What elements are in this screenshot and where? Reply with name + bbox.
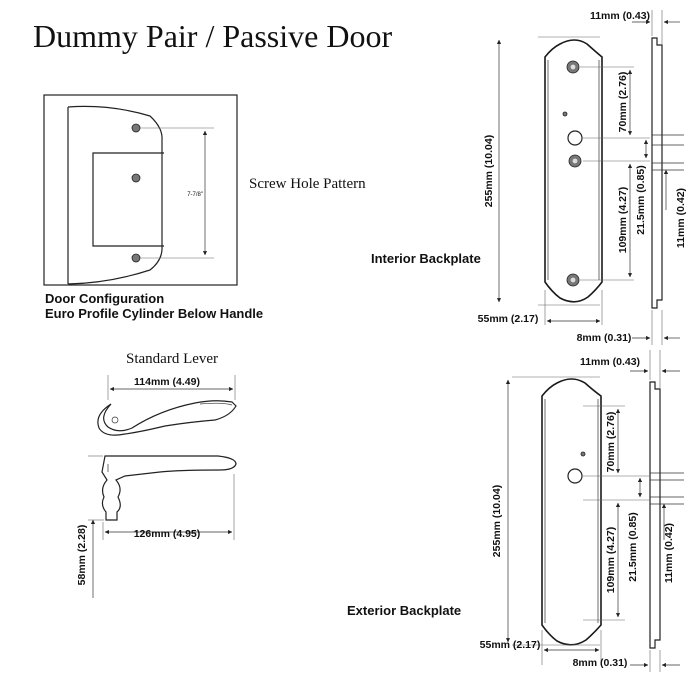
exterior-backplate-label: Exterior Backplate — [347, 603, 461, 618]
door-configuration-panel: 7-7/8" Screw Hole Pattern Door Configura… — [43, 94, 366, 321]
exterior-depth-label: 8mm (0.31) — [573, 657, 628, 669]
interior-plate-outline — [544, 39, 603, 303]
interior-spindle-label: 21.5mm (0.85) — [635, 165, 647, 234]
interior-pin-hole — [562, 111, 568, 117]
exterior-plate-bevel — [544, 399, 599, 623]
screw-hole-top — [131, 123, 141, 133]
panel-border — [43, 94, 238, 286]
door-outline — [67, 105, 163, 285]
screw-hole-pattern-label: Screw Hole Pattern — [249, 176, 366, 192]
exterior-offset-label: 11mm (0.42) — [663, 523, 675, 583]
standard-lever-label: Standard Lever — [126, 351, 218, 367]
standard-lever-drawing: Standard Lever 114mm (4.49) 126mm (4.95)… — [76, 351, 237, 598]
lever-width-top-label: 114mm (4.49) — [134, 376, 200, 388]
spacing-label: 7-7/8" — [187, 192, 203, 198]
interior-width-label: 55mm (2.17) — [478, 313, 539, 325]
interior-backplate-label: Interior Backplate — [371, 251, 481, 266]
page-title: Dummy Pair / Passive Door — [33, 18, 392, 54]
interior-plate-bevel — [547, 60, 600, 280]
interior-spindle-hole — [567, 130, 583, 146]
interior-height-label: 255mm (10.04) — [483, 135, 495, 207]
exterior-lower-label: 109mm (4.27) — [605, 527, 617, 594]
interior-screw-top-center — [570, 64, 576, 70]
interior-lower-label: 109mm (4.27) — [617, 187, 629, 254]
exterior-pin-hole — [580, 451, 586, 457]
interior-offset-label: 11mm (0.42) — [675, 188, 687, 248]
exterior-spindle-label: 21.5mm (0.85) — [627, 512, 639, 581]
lever-width-bottom-label: 126mm (4.95) — [134, 528, 201, 540]
interior-backplate-drawing: 255mm (10.04) 70mm (2.76) 109mm (4.27) 2… — [371, 10, 687, 345]
euro-profile-caption: Euro Profile Cylinder Below Handle — [45, 306, 263, 321]
exterior-side-profile — [649, 381, 661, 649]
lock-body-outline — [92, 152, 164, 247]
interior-depth-label: 8mm (0.31) — [577, 332, 632, 344]
screw-hole-middle — [131, 173, 141, 183]
exterior-height-label: 255mm (10.04) — [491, 485, 503, 557]
exterior-width-label: 55mm (2.17) — [480, 639, 541, 651]
interior-upper-label: 70mm (2.76) — [617, 72, 629, 133]
screw-hole-bottom — [131, 253, 141, 263]
lever-side-view — [101, 455, 237, 521]
interior-screw-mid-center — [572, 158, 578, 164]
exterior-spindle-hole — [567, 468, 583, 484]
door-configuration-caption: Door Configuration — [45, 291, 164, 306]
exterior-backplate-drawing: 255mm (10.04) 70mm (2.76) 109mm (4.27) 2… — [347, 350, 684, 672]
exterior-thickness-label: 11mm (0.43) — [580, 356, 640, 368]
interior-side-profile — [651, 37, 663, 309]
lever-top-highlight — [199, 402, 233, 406]
lever-pivot — [111, 416, 119, 424]
interior-thickness-label: 11mm (0.43) — [590, 10, 650, 22]
interior-screw-bottom-center — [570, 277, 576, 283]
exterior-upper-label: 70mm (2.76) — [605, 412, 617, 473]
lever-projection-label: 58mm (2.28) — [76, 525, 88, 586]
lever-top-view — [97, 400, 237, 436]
exterior-plate-outline — [541, 378, 602, 646]
